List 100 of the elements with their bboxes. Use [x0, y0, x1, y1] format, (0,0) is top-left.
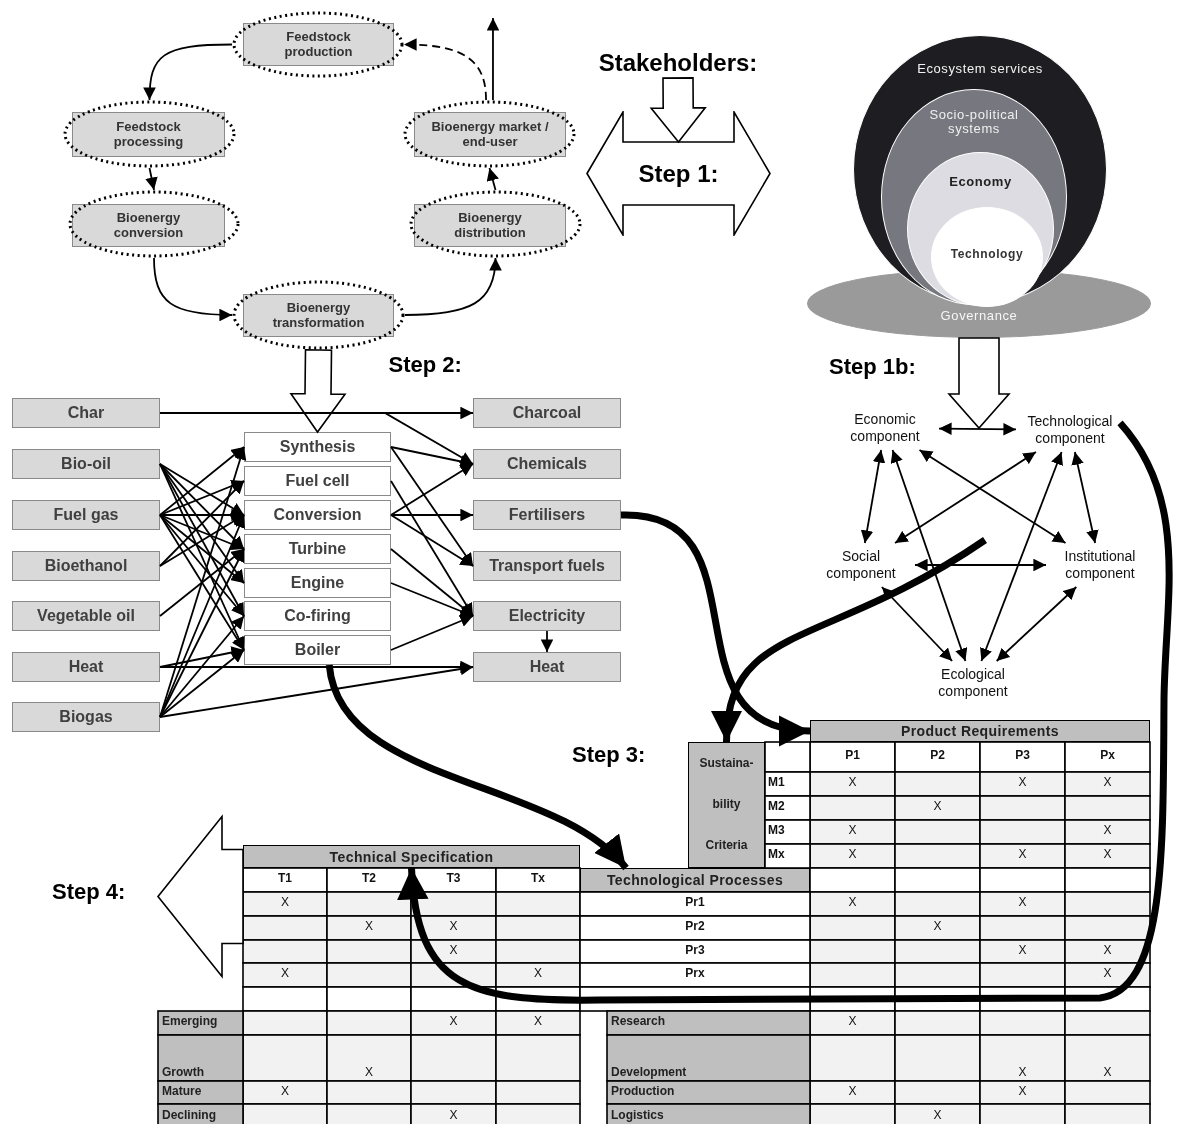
- arrow: [159, 548, 245, 718]
- table-header: Technical Specification: [243, 845, 580, 868]
- curved-arrow: [325, 664, 629, 871]
- arrow: [159, 649, 245, 718]
- step-label: Step 3:: [572, 742, 646, 768]
- output-box: Charcoal: [473, 398, 621, 428]
- arrow: [159, 446, 245, 516]
- block-arrow: [289, 349, 347, 434]
- check-mark: X: [281, 1084, 289, 1099]
- column-header: P3: [1015, 749, 1030, 763]
- double-arrow: [980, 451, 1063, 662]
- input-box: Bio-oil: [12, 449, 160, 479]
- arrow: [390, 446, 474, 567]
- row-header: Declining: [162, 1109, 216, 1123]
- process-box: Co-firing: [244, 601, 391, 631]
- arrow: [159, 463, 245, 516]
- check-mark: X: [848, 776, 857, 790]
- row-header: Prx: [685, 967, 705, 981]
- layer-label: Socio-political systems: [928, 108, 1020, 137]
- component-label: Institutional component: [1050, 547, 1150, 583]
- arrow: [159, 548, 245, 617]
- arrow: [390, 548, 474, 617]
- row-header: M2: [768, 800, 785, 814]
- check-mark: X: [281, 967, 289, 981]
- process-box: Turbine: [244, 534, 391, 564]
- arrow: [159, 514, 245, 567]
- double-arrow: [1071, 451, 1099, 544]
- output-box: Heat: [473, 652, 621, 682]
- row-header: Emerging: [162, 1015, 218, 1029]
- check-mark: X: [848, 1015, 857, 1029]
- arrow: [159, 480, 245, 567]
- double-arrow: [881, 586, 953, 662]
- output-box: Transport fuels: [473, 551, 621, 581]
- process-box: Engine: [244, 568, 391, 598]
- check-mark: X: [933, 800, 942, 814]
- process-box: Synthesis: [244, 432, 391, 462]
- column-header: T3: [446, 872, 461, 886]
- check-mark: X: [848, 896, 857, 910]
- arrow: [159, 463, 245, 584]
- double-block-arrow: Step 1:: [586, 111, 771, 236]
- component-label: Ecological component: [923, 665, 1023, 701]
- check-mark: X: [534, 967, 542, 981]
- column-header: Px: [1100, 749, 1115, 763]
- row-header: Growth: [162, 1065, 204, 1079]
- check-mark: X: [1018, 776, 1027, 790]
- output-box: Chemicals: [473, 449, 621, 479]
- check-mark: X: [933, 1109, 942, 1123]
- component-label: Social component: [811, 547, 911, 583]
- arrow: [390, 582, 474, 618]
- curved-arrow: [713, 537, 987, 743]
- layer-label: Governance: [940, 309, 1018, 324]
- check-mark: X: [1103, 943, 1112, 958]
- process-box: Bioenergy transformation: [232, 280, 405, 350]
- process-box: Feedstock production: [232, 11, 404, 78]
- process-box: Fuel cell: [244, 466, 391, 496]
- check-mark: X: [449, 920, 458, 934]
- process-box: Bioenergy distribution: [409, 190, 582, 258]
- check-mark: X: [933, 920, 942, 934]
- arrow: [143, 43, 233, 101]
- arrow: [390, 463, 474, 516]
- column-header: T1: [278, 872, 292, 886]
- row-header: Pr3: [685, 943, 705, 958]
- arrow: [404, 257, 502, 316]
- arrow: [486, 17, 500, 101]
- check-mark: X: [1018, 896, 1027, 910]
- block-arrow: [649, 77, 707, 144]
- check-mark: X: [534, 1015, 542, 1029]
- check-mark: X: [449, 1109, 458, 1123]
- layer-label: Ecosystem services: [917, 62, 1043, 77]
- layer-label: Technology: [950, 248, 1024, 262]
- double-arrow: [938, 422, 1017, 436]
- check-mark: X: [848, 848, 857, 862]
- arrow: [159, 479, 245, 516]
- row-header: Pr2: [685, 920, 705, 934]
- row-header: Mx: [768, 848, 785, 862]
- process-box: Bioenergy conversion: [68, 190, 240, 258]
- input-box: Heat: [12, 652, 160, 682]
- process-box: Boiler: [244, 635, 391, 665]
- arrow: [390, 508, 474, 522]
- row-header: Mature: [162, 1084, 202, 1099]
- row-header: M1: [768, 776, 785, 790]
- output-box: Electricity: [473, 601, 621, 631]
- input-box: Vegetable oil: [12, 601, 160, 631]
- block-arrow: [156, 814, 244, 979]
- row-header: Production: [611, 1084, 675, 1099]
- arrow: [390, 514, 474, 567]
- arrow: [390, 446, 474, 468]
- component-label: Technological component: [1020, 412, 1120, 448]
- check-mark: X: [848, 1084, 857, 1099]
- row-header: M3: [768, 824, 785, 838]
- double-arrow: [995, 586, 1078, 662]
- step-heading: Stakeholders:: [578, 48, 778, 78]
- check-mark: X: [365, 920, 373, 934]
- double-arrow: [918, 449, 1067, 544]
- arrow: [159, 463, 245, 550]
- check-mark: X: [449, 943, 458, 958]
- table-header: Product Requirements: [810, 720, 1150, 742]
- arrow: [390, 615, 474, 651]
- double-arrow: [894, 451, 1037, 544]
- double-arrow: [914, 558, 1047, 572]
